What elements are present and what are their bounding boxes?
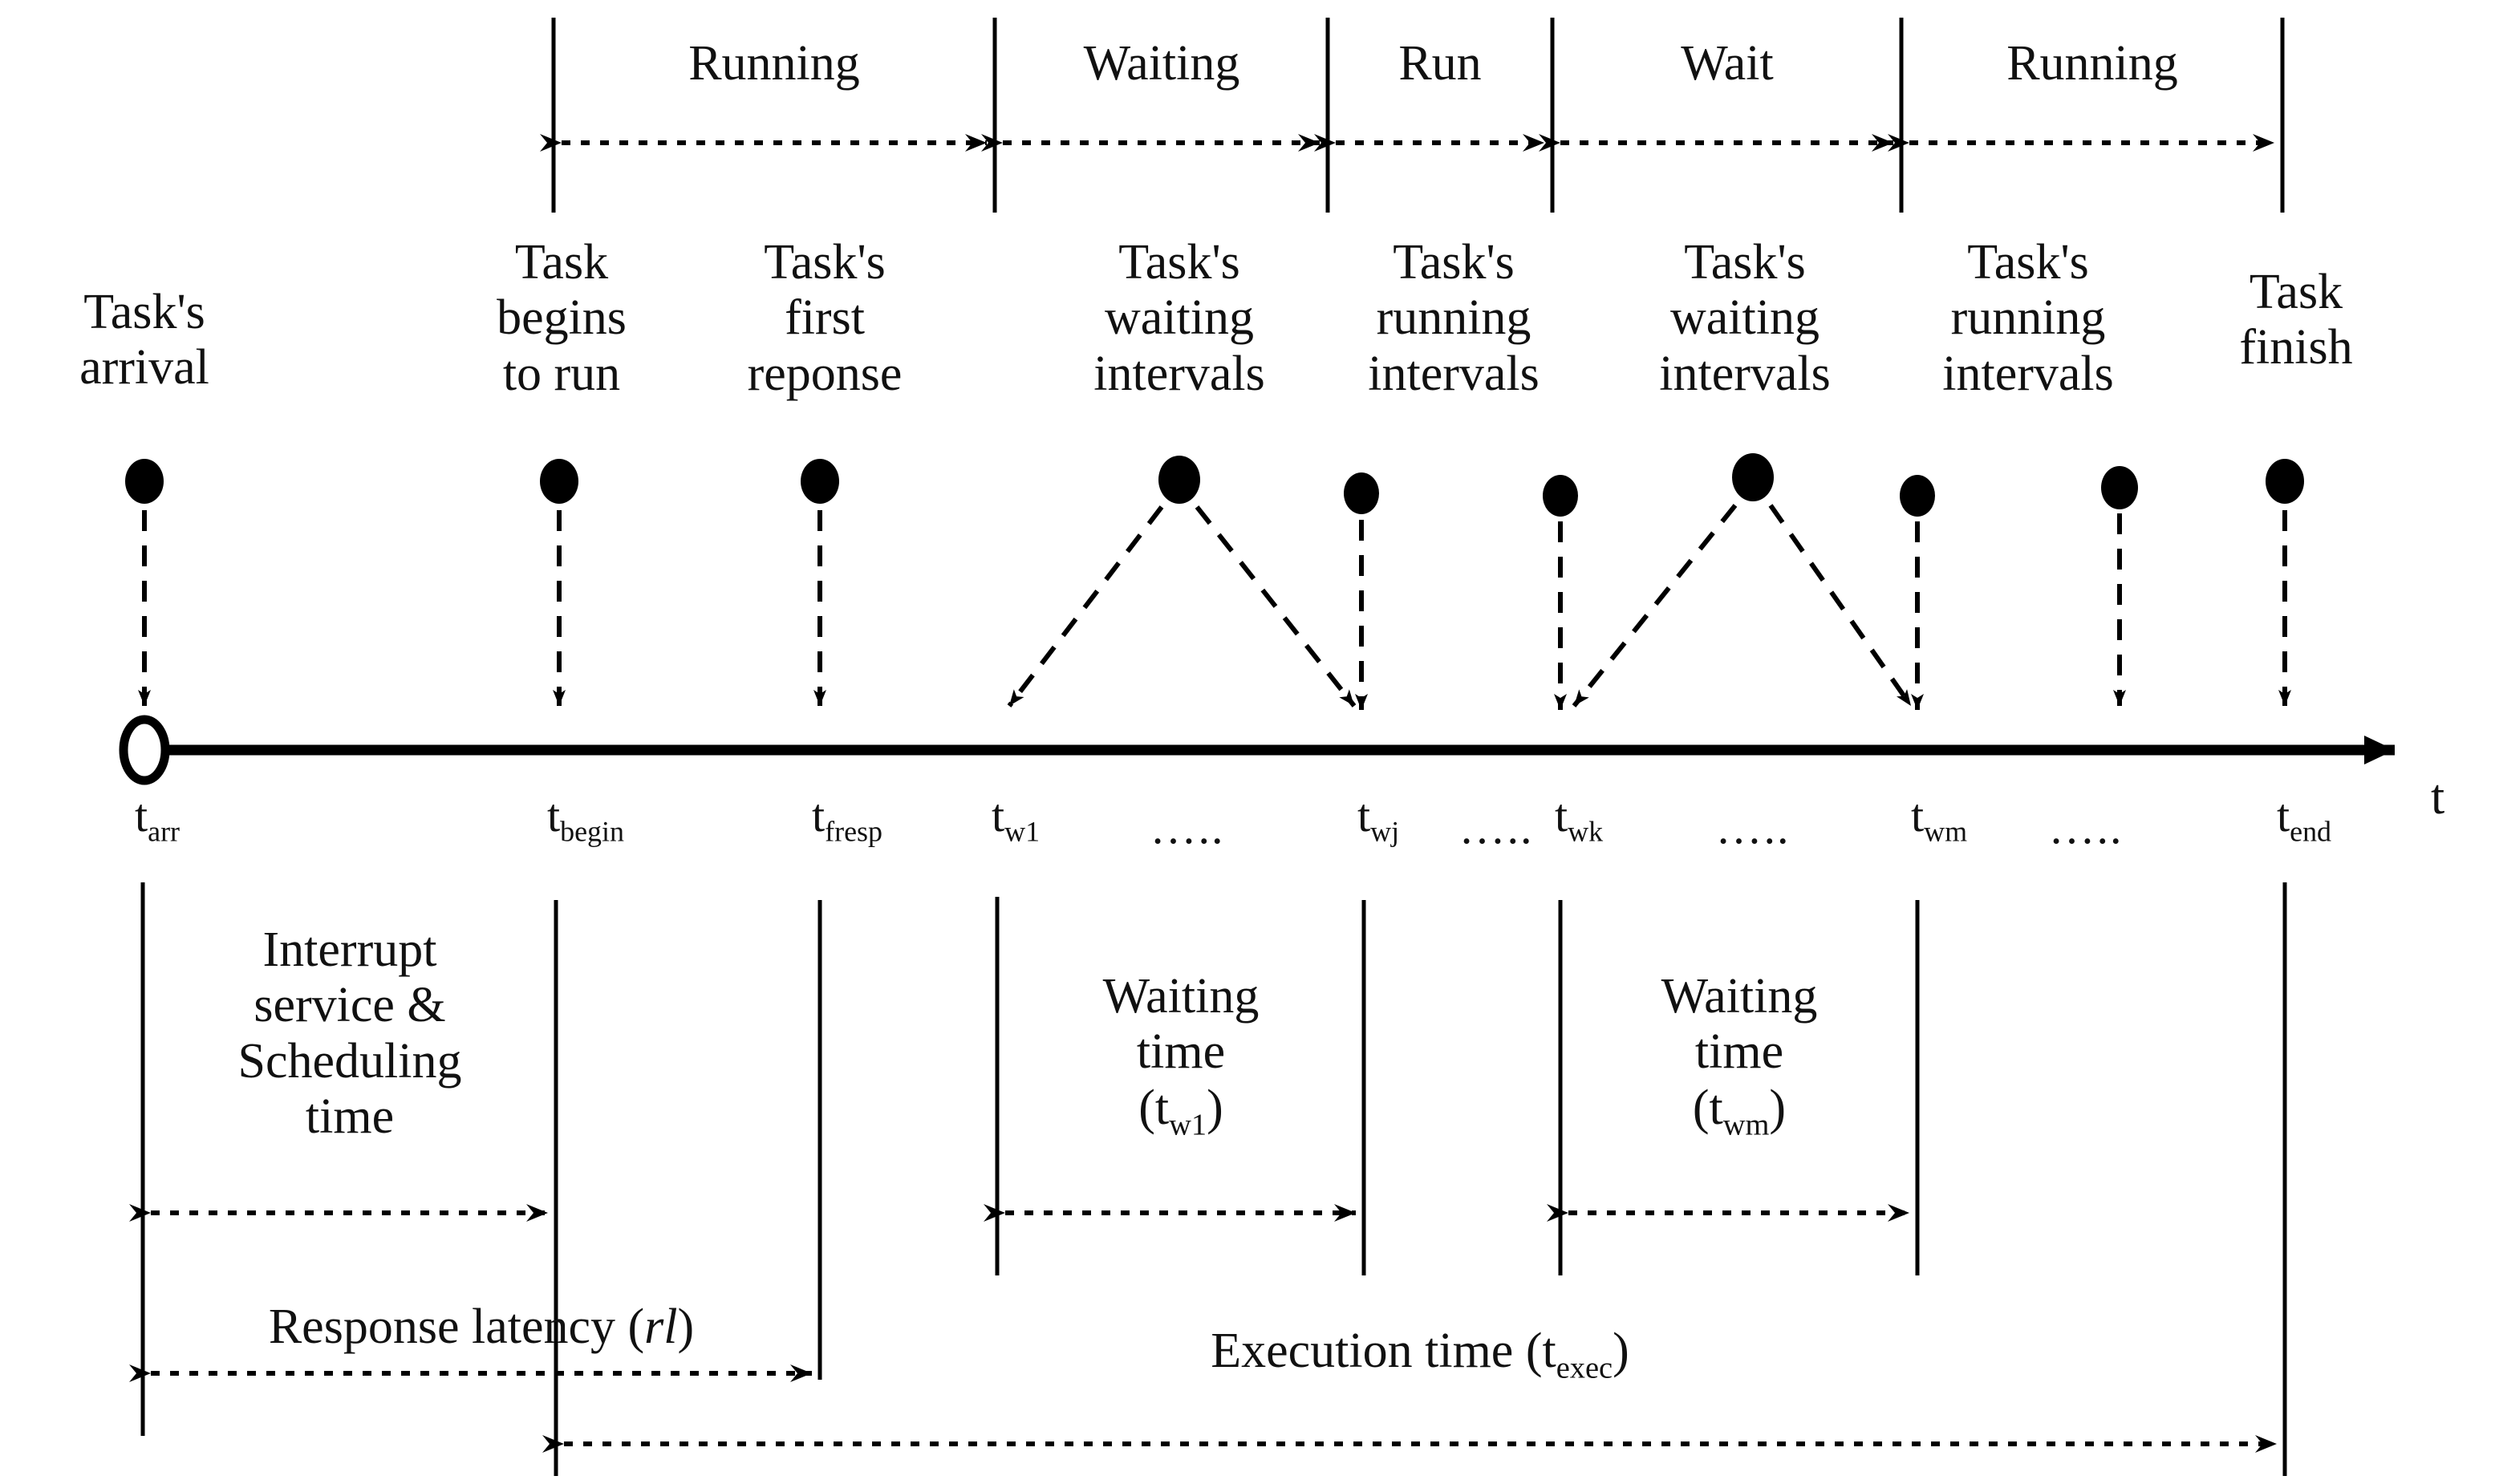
tick-label-t-wk: twk <box>1555 789 1604 848</box>
measure-label-tail: ) <box>677 1300 695 1354</box>
event-label-text: Task's waiting intervals <box>1659 235 1831 401</box>
measure-label-tail: ) <box>1613 1324 1629 1378</box>
event-label-task-waiting-intervals-1: Task's waiting intervals <box>1035 235 1324 402</box>
tick-label-t-wj: twj <box>1357 789 1400 848</box>
axis-ellipsis-4: ….. <box>2048 801 2124 854</box>
tick-label-t-begin: tbegin <box>547 789 625 848</box>
tick-base: t <box>547 789 561 841</box>
measure-label-text: Waiting time (t <box>1102 969 1260 1135</box>
tick-sub: arr <box>148 815 181 848</box>
event-label-text: Task's running intervals <box>1942 235 2114 401</box>
phase-label-wait: Wait <box>1681 36 1774 91</box>
axis-ellipsis-2: ….. <box>1458 801 1534 854</box>
measure-label-response-latency: Response latency (rl) <box>88 1300 874 1355</box>
measure-label-italic-rl: rl <box>644 1300 678 1354</box>
tick-base: t <box>1911 789 1925 841</box>
phase-label-run: Run <box>1398 36 1482 91</box>
tick-base: t <box>2277 789 2290 841</box>
event-label-text: Task's first reponse <box>747 235 903 401</box>
event-label-text: Task finish <box>2239 265 2353 375</box>
tick-base: t <box>1357 789 1371 841</box>
event-label-task-running-intervals-2: Task's running intervals <box>1884 235 2172 402</box>
phase-label-running-2: Running <box>2006 36 2178 91</box>
measure-label-waiting-time-twm: Waiting time (twm) <box>1571 969 1908 1142</box>
axis-ellipsis-1: ….. <box>1150 801 1225 854</box>
measure-label-tail: ) <box>1207 1080 1223 1135</box>
tick-base: t <box>135 789 148 841</box>
phase-label-running-1: Running <box>688 36 860 91</box>
measure-label-interrupt-service-scheduling-time: Interrupt service & Scheduling time <box>237 922 462 1145</box>
tick-sub: w1 <box>1004 815 1041 848</box>
event-label-task-running-intervals-1: Task's running intervals <box>1309 235 1598 402</box>
phase-guide-lines <box>551 18 2285 213</box>
measure-label-execution-time: Execution time (texec) <box>947 1324 1893 1385</box>
measure-span-arrows <box>129 1204 2277 1453</box>
time-axis <box>119 715 2395 785</box>
tick-base: t <box>1555 789 1568 841</box>
event-label-text: Task's waiting intervals <box>1093 235 1265 401</box>
axis-label-t: t <box>2431 770 2445 825</box>
event-label-text: Task's running intervals <box>1368 235 1540 401</box>
measure-label-sub: w1 <box>1169 1108 1207 1142</box>
event-dots <box>125 453 2304 517</box>
tick-label-t-wm: twm <box>1911 789 1968 848</box>
measure-label-text: Waiting time (t <box>1661 969 1818 1135</box>
event-label-task-first-reponse: Task's first reponse <box>688 235 961 402</box>
measure-label-sub: exec <box>1556 1351 1613 1385</box>
event-label-task-arrival: Task's arrival <box>0 285 289 396</box>
measure-label-text: Response latency ( <box>268 1300 645 1354</box>
tick-label-t-arr: tarr <box>135 789 181 848</box>
tick-base: t <box>812 789 826 841</box>
event-label-text: Task begins to run <box>497 235 627 401</box>
tick-base: t <box>992 789 1005 841</box>
phase-label-waiting-1: Waiting <box>1083 36 1240 91</box>
event-label-task-begins-to-run: Task begins to run <box>429 235 694 402</box>
event-label-text: Task's arrival <box>79 285 209 395</box>
tick-label-t-end: tend <box>2277 789 2332 848</box>
event-label-task-waiting-intervals-2: Task's waiting intervals <box>1600 235 1889 402</box>
tick-sub: wj <box>1370 815 1400 848</box>
tick-sub: fresp <box>825 815 882 848</box>
measure-label-waiting-time-tw1: Waiting time (tw1) <box>1012 969 1349 1142</box>
tick-sub: wm <box>1924 815 1968 848</box>
measure-label-text: Execution time (t <box>1211 1324 1556 1378</box>
tick-sub: end <box>2290 815 2332 848</box>
event-leader-lines <box>138 504 2291 710</box>
measure-label-tail: ) <box>1769 1080 1787 1135</box>
axis-ellipsis-3: ….. <box>1715 801 1791 854</box>
tick-sub: begin <box>560 815 625 848</box>
measure-label-sub: wm <box>1722 1108 1770 1142</box>
event-label-task-finish: Task finish <box>2188 265 2404 376</box>
arrival-open-circle <box>119 715 170 785</box>
tick-label-t-fresp: tfresp <box>812 789 882 848</box>
tick-sub: wk <box>1568 815 1604 848</box>
tick-label-t-w1: tw1 <box>992 789 1041 848</box>
